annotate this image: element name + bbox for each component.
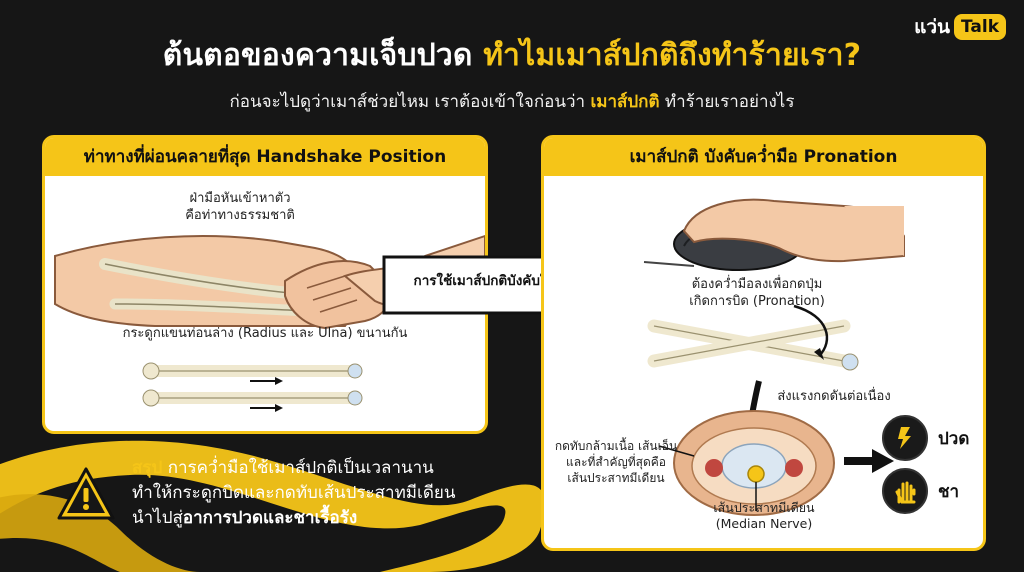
- palm-note-line1: ฝ่ามือหันเข้าหาตัว: [189, 191, 291, 206]
- compression-note: กดทับกล้ามเนื้อ เส้นเอ็น และที่สำคัญที่ส…: [546, 438, 686, 486]
- pronation-panel: เมาส์ปกติ บังคับคว่ำมือ Pronation ต: [541, 135, 986, 551]
- subtitle-part1: ก่อนจะไปดูว่าเมาส์ช่วยไหม เราต้องเข้าใจก…: [229, 92, 586, 112]
- symptom-pain: ปวด: [882, 415, 969, 461]
- subtitle-part3: ทำร้ายเราอย่างไร: [664, 92, 795, 112]
- palm-note: ฝ่ามือหันเข้าหาตัว คือท่าทางธรรมชาติ: [145, 190, 335, 224]
- compress-line1: กดทับกล้ามเนื้อ เส้นเอ็น: [554, 439, 678, 453]
- conclusion-line2: ทำให้กระดูกบิดและกดทับเส้นประสาทมีเดียน: [132, 483, 456, 503]
- symptom-numb-label: ชา: [938, 481, 960, 502]
- subtitle-part2: เมาส์ปกติ: [590, 92, 660, 112]
- brand-logo: แว่น Talk: [914, 12, 1006, 42]
- nerve-line1: เส้นประสาทมีเดียน: [713, 500, 815, 515]
- compress-line2: และที่สำคัญที่สุดคือ: [565, 455, 667, 469]
- conclusion-line1-rest: การคว่ำมือใช้เมาส์ปกติเป็นเวลานาน: [162, 458, 434, 478]
- page-title: ต้นตอของความเจ็บปวด ทำไมเมาส์ปกติถึงทำร้…: [0, 32, 1024, 79]
- conclusion-line3: นำไปสู่อาการปวดและชาเรื้อรัง: [132, 506, 502, 531]
- lightning-icon: [882, 415, 928, 461]
- brand-badge: Talk: [953, 14, 1006, 40]
- symptom-pain-label: ปวด: [938, 428, 970, 449]
- nerve-line2: (Median Nerve): [715, 516, 813, 531]
- conclusion-line1: สรุป การคว่ำมือใช้เมาส์ปกติเป็นเวลานาน: [132, 456, 502, 481]
- parallel-bones-note: กระดูกแขนท่อนล่าง (Radius และ Ulna) ขนาน…: [122, 326, 408, 341]
- conclusion-lead: สรุป: [132, 458, 163, 478]
- press-note-line1: ต้องคว่ำมือลงเพื่อกดปุ่ม: [691, 277, 823, 292]
- conclusion-line3-start: นำไปสู่: [132, 508, 183, 528]
- pressure-note: ส่งแรงกดดันต่อเนื่อง: [777, 389, 891, 404]
- warning-icon: [57, 467, 115, 520]
- page-subtitle: ก่อนจะไปดูว่าเมาส์ช่วยไหม เราต้องเข้าใจก…: [0, 88, 1024, 115]
- press-note-line2: เกิดการบิด (Pronation): [689, 294, 825, 309]
- title-part1: ต้นตอของความเจ็บปวด: [162, 38, 473, 73]
- tingling-hand-icon: [882, 468, 928, 514]
- brand-text: แว่น: [914, 16, 950, 38]
- title-part2: ทำไมเมาส์ปกติถึงทำร้ายเรา?: [483, 38, 862, 73]
- median-nerve-label: เส้นประสาทมีเดียน (Median Nerve): [704, 500, 824, 532]
- handshake-heading: ท่าทางที่ผ่อนคลายที่สุด Handshake Positi…: [45, 138, 485, 176]
- handshake-illustration: [54, 234, 485, 412]
- conclusion-text: สรุป การคว่ำมือใช้เมาส์ปกติเป็นเวลานาน ท…: [132, 456, 502, 531]
- conclusion-line3-bold: อาการปวดและชาเรื้อรัง: [182, 508, 358, 528]
- pronation-heading: เมาส์ปกติ บังคับคว่ำมือ Pronation: [544, 138, 983, 176]
- press-note: ต้องคว่ำมือลงเพื่อกดปุ่ม เกิดการบิด (Pro…: [652, 276, 862, 310]
- compress-line3: เส้นประสาทมีเดียน: [567, 471, 665, 485]
- palm-note-line2: คือท่าทางธรรมชาติ: [185, 208, 295, 223]
- pronation-illustration: [643, 198, 905, 516]
- symptom-numb: ชา: [882, 468, 959, 514]
